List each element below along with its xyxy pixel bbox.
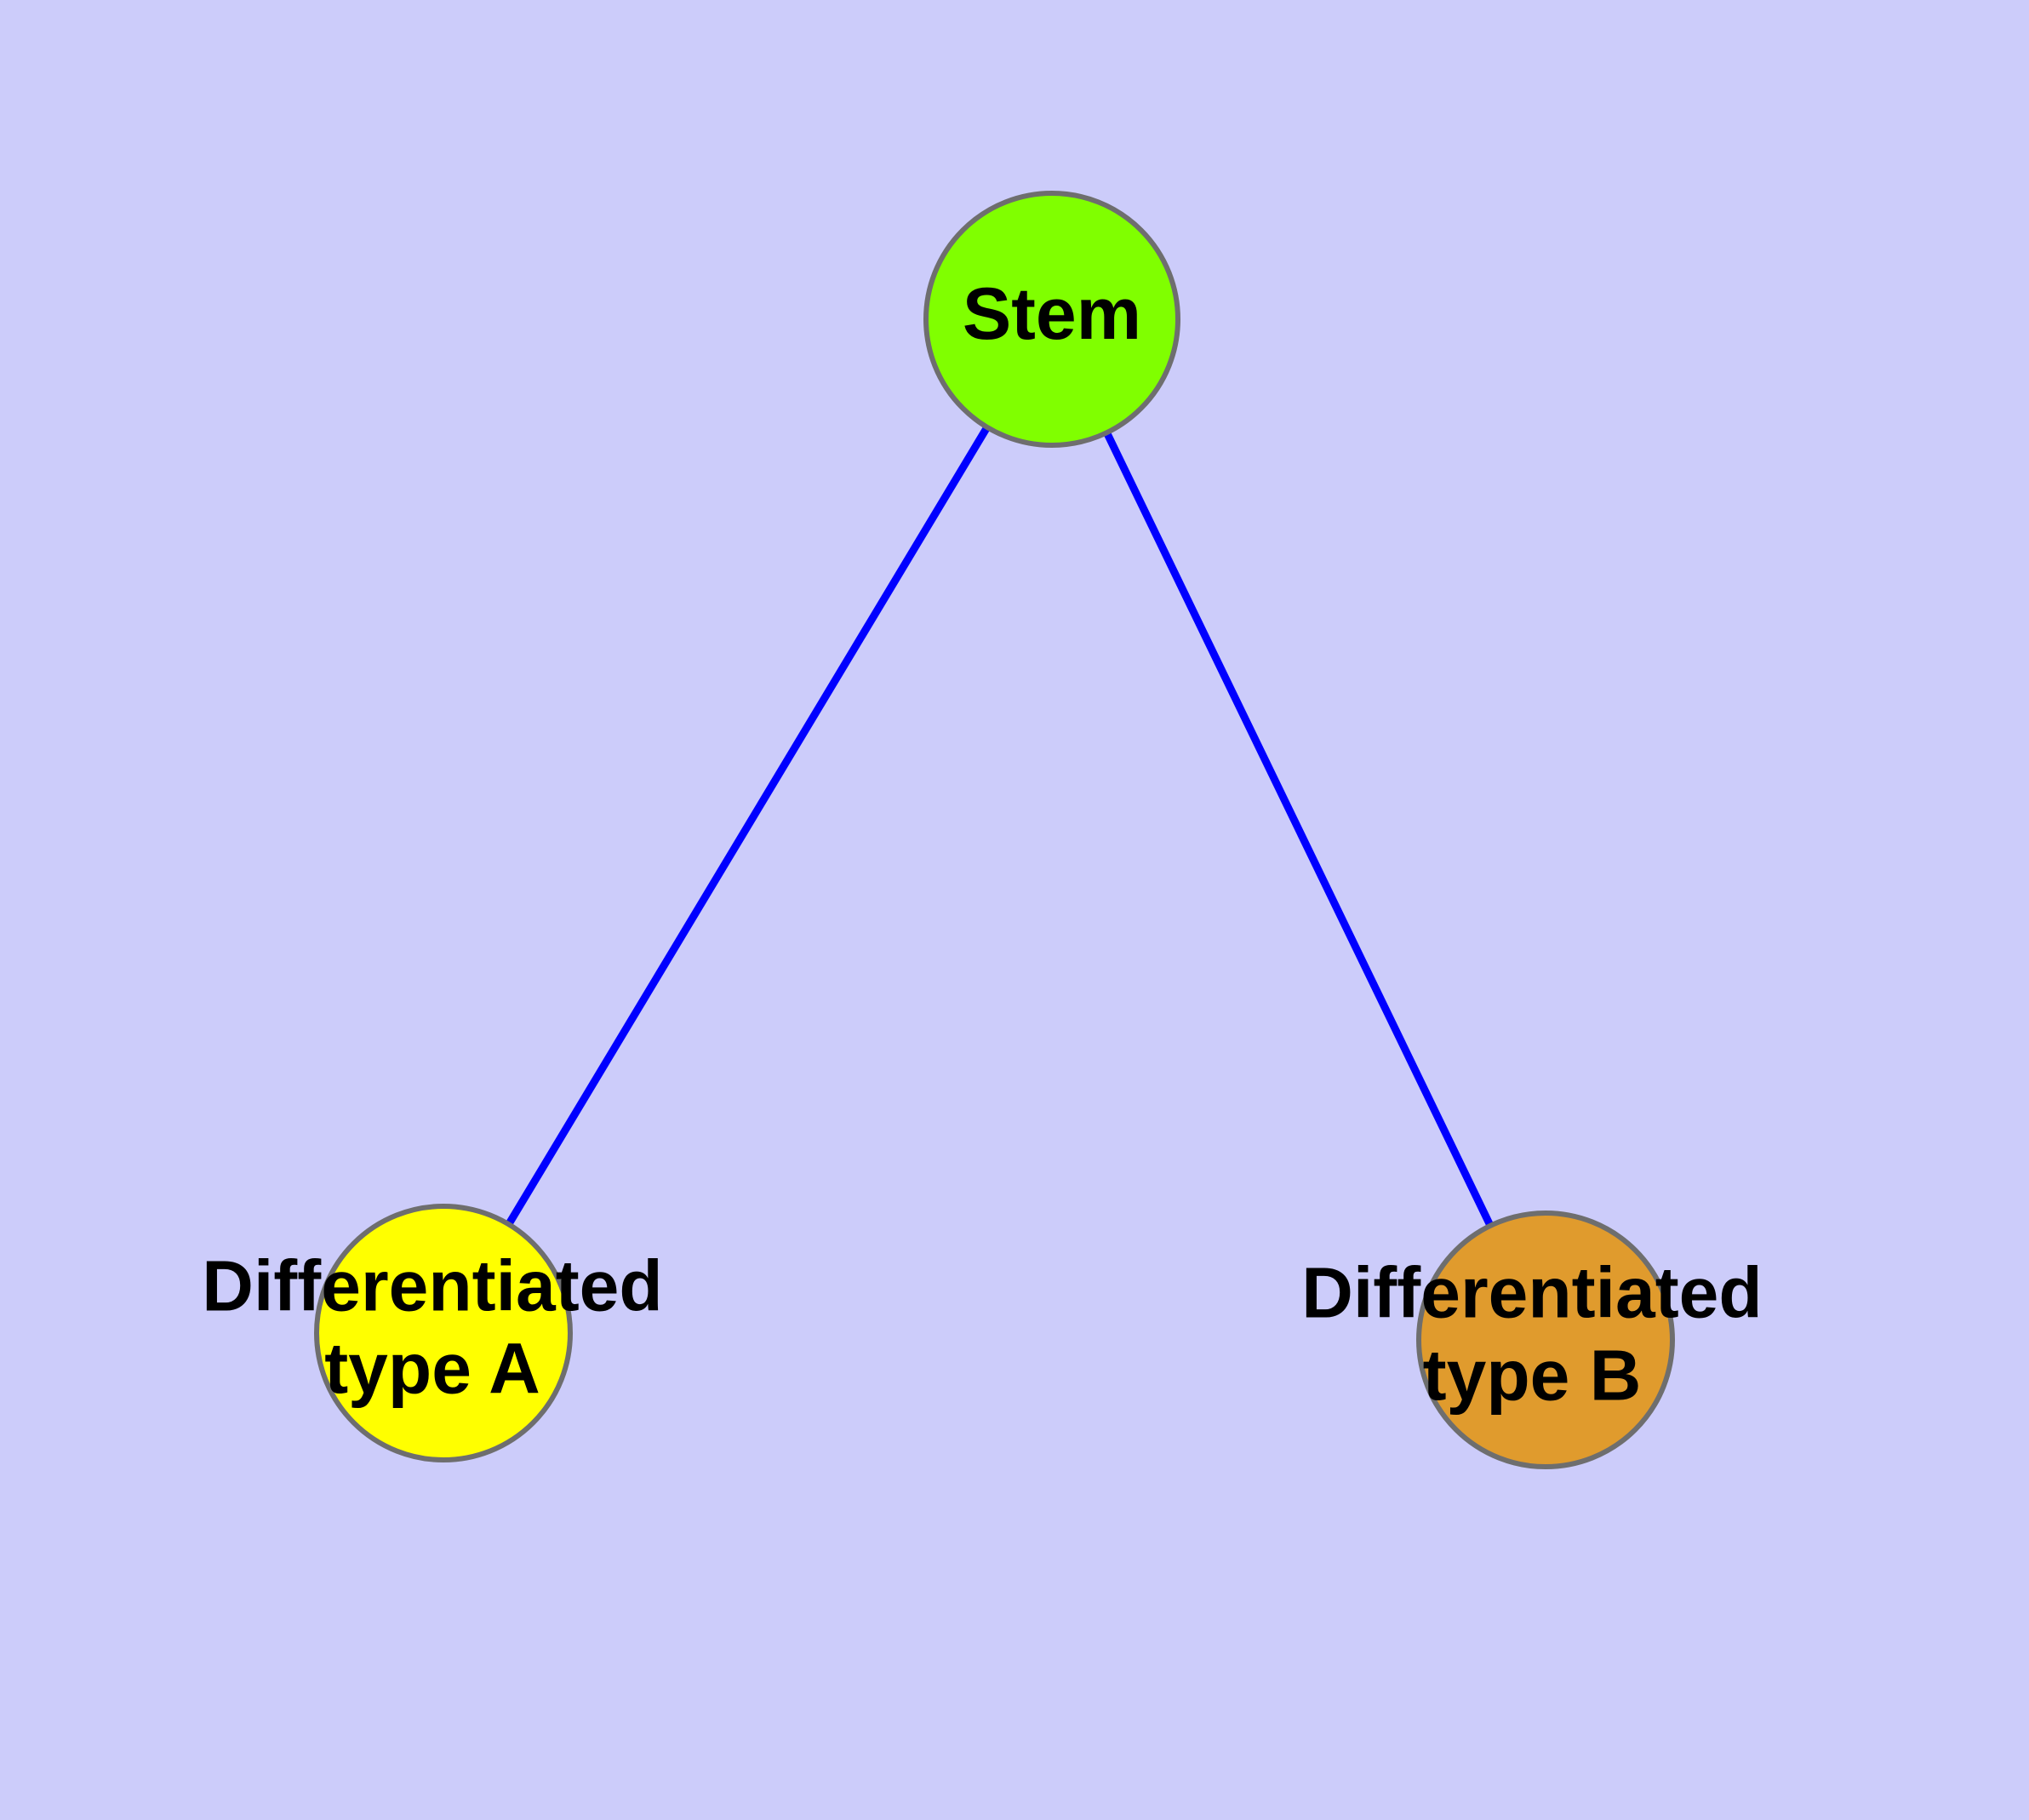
node-label-line: type A: [324, 1329, 540, 1409]
node-label-stem: Stem: [963, 273, 1141, 355]
graph-edge-stem-to-diff-a[interactable]: [504, 423, 992, 1228]
node-label-line: Differentiated: [1301, 1252, 1762, 1332]
graph-node-stem[interactable]: [923, 191, 1180, 448]
nodes-layer: [314, 191, 1675, 1469]
node-label-line: Stem: [963, 273, 1141, 355]
graph-node-diff-b[interactable]: [1416, 1210, 1675, 1469]
graph-node-diff-a[interactable]: [314, 1204, 573, 1462]
graph-edge-stem-to-diff-b[interactable]: [1102, 429, 1495, 1229]
edges-layer: [504, 423, 1495, 1229]
node-label-line: Differentiated: [202, 1245, 662, 1325]
node-label-line: type B: [1423, 1336, 1642, 1416]
